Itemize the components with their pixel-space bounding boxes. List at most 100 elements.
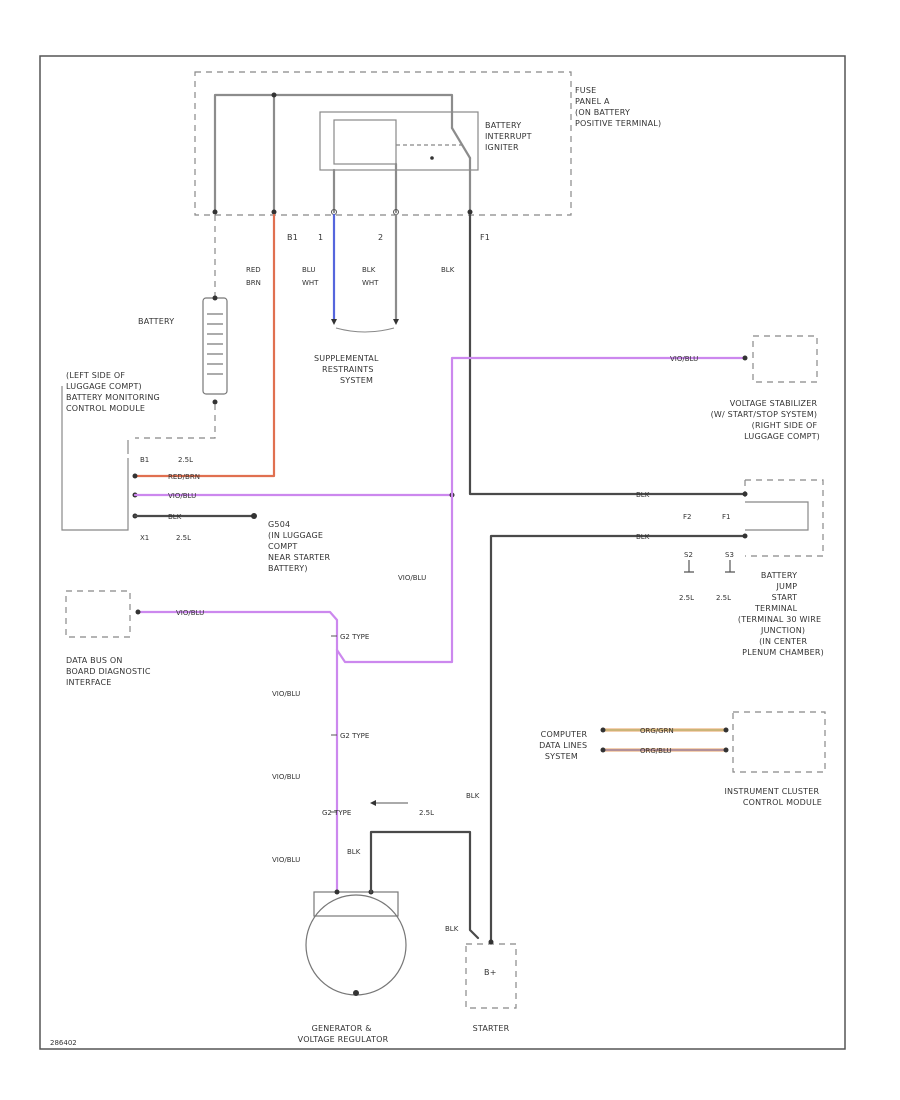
fuse-panel-box: [194, 71, 572, 216]
jump-size-1: 2.5L: [679, 594, 694, 602]
instrument-cluster-label: INSTRUMENT CLUSTER CONTROL MODULE: [724, 787, 822, 807]
connector-dot: [467, 209, 473, 215]
battery-terminal: [212, 295, 218, 301]
jump-ground: [684, 560, 694, 573]
interrupt-switch: [450, 126, 472, 160]
restraints-label: SUPPLEMENTAL RESTRAINTS SYSTEM: [314, 354, 381, 385]
battery-bms-dashed: [135, 404, 216, 439]
splice-1-label: G2 TYPE: [340, 633, 369, 641]
starter-wire-a: BLK: [466, 792, 480, 800]
restraint-terminal: [331, 319, 337, 325]
connector-dot: [212, 209, 218, 215]
computer-data-lines-label: COMPUTER DATA LINES SYSTEM: [539, 730, 590, 761]
generator-label: GENERATOR & VOLTAGE REGULATOR: [298, 1024, 389, 1044]
red-brn-wire: [133, 213, 276, 478]
jump-pin-f2: F2: [683, 513, 691, 521]
blk-main-wire: [468, 213, 745, 496]
vio-blu-vs-wire: [450, 356, 747, 497]
starter-label: STARTER: [473, 1024, 510, 1033]
starter-wire-b: BLK: [445, 925, 459, 933]
jump-pin: [742, 533, 748, 539]
gen-wire-label: BLK: [347, 848, 361, 856]
starter-pin: [488, 939, 494, 945]
fuse-panel-label: FUSE PANEL A (ON BATTERY POSITIVE TERMIN…: [575, 86, 661, 128]
gen-size-arrowhead: [370, 800, 376, 806]
starter-pin-label: B+: [484, 968, 497, 977]
bms-pin-x1: X1: [140, 534, 149, 542]
splice-2-label: G2 TYPE: [340, 732, 369, 740]
battery-cells: [207, 313, 223, 375]
restraint-bracket: [335, 327, 395, 333]
databus-wire-label: VIO/BLU: [176, 609, 204, 617]
battery-symbol: [202, 297, 228, 395]
pin-1-label: 1: [318, 233, 323, 242]
bms-pin-b1: B1: [140, 456, 149, 464]
jump-wire1-label: BLK: [636, 491, 650, 499]
jump-pin-f1: F1: [722, 513, 730, 521]
g504-label: G504 (IN LUGGAGE COMPT NEAR STARTER BATT…: [268, 520, 333, 573]
interrupt-inner-box: [333, 119, 397, 165]
jump-sub-1: S2: [684, 551, 693, 559]
g504-ground: [251, 513, 257, 519]
wire-blk-label: BLK: [441, 266, 455, 274]
splice-3-label: G2 TYPE: [322, 809, 351, 817]
gen-ground: [353, 990, 359, 996]
jump-start-box: [744, 479, 824, 557]
jump-sub-2: S3: [725, 551, 734, 559]
connector-dot: [271, 209, 277, 215]
bms-label: (LEFT SIDE OF LUGGAGE COMPT) BATTERY MON…: [66, 371, 163, 413]
wire-blk-wht-label: BLK WHT: [362, 266, 379, 287]
pin-b1-label: B1: [287, 233, 298, 242]
vs-pin: [742, 355, 748, 361]
jump-pin: [742, 491, 748, 497]
battery-label: BATTERY: [138, 317, 174, 326]
wire-blu-wht-label: BLU WHT: [302, 266, 319, 287]
gen-size-label: 2.5L: [419, 809, 434, 817]
diagram-frame: [39, 55, 846, 1050]
pin-f1-label: F1: [480, 233, 490, 242]
databus-pin: [135, 609, 141, 615]
bms-wire-blk: BLK: [168, 513, 182, 521]
jump-start-label: BATTERY JUMP START TERMINAL (TERMINAL 30…: [738, 571, 824, 657]
jump-wire2-label: BLK: [636, 533, 650, 541]
center-wire-label: VIO/BLU: [398, 574, 426, 582]
restraint-terminal: [393, 319, 399, 325]
interrupt-igniter-box: [319, 111, 479, 171]
org-grn-label: ORG/GRN: [640, 727, 674, 735]
pin-2-label: 2: [378, 233, 383, 242]
data-bus-box: [65, 590, 131, 638]
junction-dot: [271, 92, 277, 98]
jump-ground: [725, 560, 735, 573]
jump-start-terminal: [745, 501, 809, 531]
org-blu-label: ORG/BLU: [640, 747, 672, 755]
vs-wire-label: VIO/BLU: [670, 355, 698, 363]
generator-symbol: [305, 894, 407, 996]
ic-pin: [723, 747, 729, 753]
jump-size-2: 2.5L: [716, 594, 731, 602]
bms-outline: [61, 386, 129, 531]
bms-size2: 2.5L: [176, 534, 191, 542]
blk-starter-wire: [489, 534, 745, 944]
bms-wire-redbrn: RED/BRN: [168, 473, 200, 481]
cdl-pin: [600, 727, 606, 733]
data-bus-label: DATA BUS ON BOARD DIAGNOSTIC INTERFACE: [66, 656, 153, 687]
vio-blu-databus-wire: [136, 610, 339, 892]
switch-dot: [430, 156, 434, 160]
voltage-stabilizer-box: [752, 335, 818, 383]
vio-blu-center-wire: [335, 493, 454, 664]
vio-label-2: VIO/BLU: [272, 773, 300, 781]
instrument-cluster-box: [732, 711, 826, 773]
figure-code: 286402: [50, 1039, 77, 1047]
bms-pin: [132, 473, 138, 479]
voltage-stabilizer-label: VOLTAGE STABILIZER (W/ START/STOP SYSTEM…: [711, 399, 820, 441]
vio-label-1: VIO/BLU: [272, 690, 300, 698]
fuse-bus-wire: [213, 93, 454, 214]
vio-label-3: VIO/BLU: [272, 856, 300, 864]
generator-housing: [313, 891, 399, 917]
battery-terminal: [212, 399, 218, 405]
wire-red-brn-label: RED BRN: [246, 266, 263, 287]
interrupt-label: BATTERY INTERRUPT IGNITER: [485, 121, 535, 152]
bms-size1: 2.5L: [178, 456, 193, 464]
bms-wire-violbl: VIO/BLU: [168, 492, 196, 500]
